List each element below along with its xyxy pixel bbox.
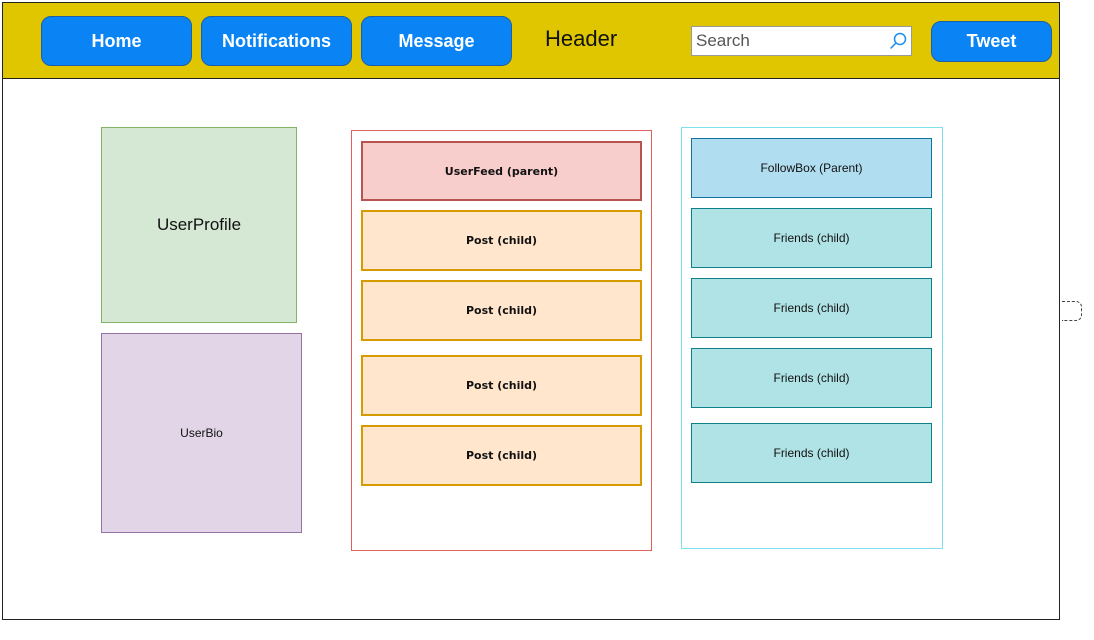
post-child-2: Post (child) (361, 280, 642, 341)
user-feed-parent: UserFeed (parent) (361, 141, 642, 201)
nav-button-home[interactable]: Home (41, 16, 192, 66)
post-child-label: Post (child) (465, 304, 538, 317)
user-bio-box: UserBio (101, 333, 302, 533)
friends-child-label: Friends (child) (773, 301, 850, 315)
post-child-3: Post (child) (361, 355, 642, 416)
friends-child-label: Friends (child) (773, 371, 850, 385)
tweet-button[interactable]: Tweet (931, 21, 1052, 62)
post-child-label: Post (child) (465, 449, 538, 462)
friends-child-label: Friends (child) (773, 231, 850, 245)
friends-child-3: Friends (child) (691, 348, 932, 408)
user-feed-parent-label: UserFeed (parent) (444, 164, 559, 178)
friends-child-2: Friends (child) (691, 278, 932, 338)
post-child-4: Post (child) (361, 425, 642, 486)
post-child-label: Post (child) (465, 379, 538, 392)
post-child-label: Post (child) (465, 234, 538, 247)
user-profile-label: UserProfile (156, 215, 242, 234)
search-input[interactable] (692, 27, 882, 55)
follow-box-parent: FollowBox (Parent) (691, 138, 932, 198)
search-icon[interactable] (888, 31, 908, 51)
user-bio-label: UserBio (180, 426, 223, 440)
nav-button-message[interactable]: Message (361, 16, 512, 66)
header-title: Header (545, 26, 618, 51)
search-box[interactable] (691, 26, 912, 56)
post-child-1: Post (child) (361, 210, 642, 271)
friends-child-label: Friends (child) (773, 446, 850, 460)
nav-button-notifications[interactable]: Notifications (201, 16, 352, 66)
user-profile-box: UserProfile (101, 127, 297, 323)
follow-box-parent-label: FollowBox (Parent) (760, 161, 863, 175)
friends-child-4: Friends (child) (691, 423, 932, 483)
side-collapse-handle[interactable] (1062, 301, 1082, 321)
friends-child-1: Friends (child) (691, 208, 932, 268)
